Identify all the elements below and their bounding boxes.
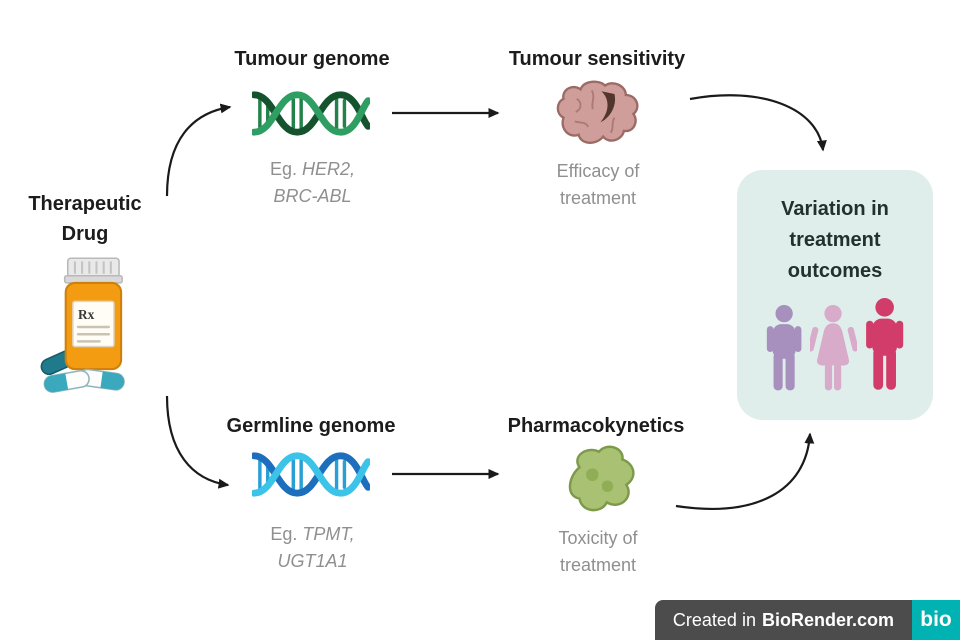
- brain-tumour-icon: [556, 80, 639, 144]
- gene-name-brcabl: BRC-ABL: [273, 186, 352, 206]
- toxicity-line2: treatment: [559, 555, 637, 575]
- tumour-sensitivity-caption: Efficacy of treatment: [518, 158, 678, 212]
- pharmacokinetics-title: Pharmacokynetics: [507, 415, 685, 437]
- biorender-logo[interactable]: bio: [912, 600, 960, 640]
- gene-name-her2: HER2,: [302, 159, 356, 179]
- outcomes-line1: Variation in: [781, 198, 889, 220]
- tumour-genome-example: Eg. HER2, BRC-ABL: [230, 156, 395, 210]
- bottle-cap-rim: [63, 274, 123, 284]
- efficacy-line2: treatment: [559, 188, 637, 208]
- germline-genome-example: Eg. TPMT, UGT1A1: [230, 521, 395, 575]
- gene-name-ugt1a1: UGT1A1: [277, 551, 348, 571]
- person-male-magenta-icon: [865, 298, 903, 390]
- outcomes-line2: treatment: [789, 229, 881, 251]
- bottle-cap-ridges: [73, 261, 112, 274]
- drug-node-title: Therapeutic Drug: [5, 189, 165, 249]
- created-in-text: Created in: [672, 609, 756, 630]
- capsule-two-tone-left-icon: [43, 369, 90, 393]
- tumour-sensitivity-title: Tumour sensitivity: [508, 48, 686, 70]
- pill-bottle-icon: Rx: [40, 257, 125, 393]
- tumour-genome-title: Tumour genome: [234, 48, 390, 70]
- drug-title-line2: Drug: [61, 223, 109, 245]
- person-male-purple-icon: [767, 304, 802, 391]
- biorender-watermark: Created in BioRender.com bio: [654, 600, 960, 640]
- outcomes-title: Variation in treatment outcomes: [737, 170, 933, 287]
- rx-label: Rx: [78, 307, 95, 322]
- biorender-logo-text: bio: [920, 608, 952, 631]
- capsule-two-tone-right-icon: [78, 368, 125, 391]
- dna-helix-blue-icon: [252, 452, 370, 497]
- arrow-drug-to-tumour-genome: [165, 103, 232, 197]
- efficacy-line1: Efficacy of: [556, 161, 640, 181]
- person-female-pink-icon: [810, 304, 857, 391]
- germline-genome-title: Germline genome: [226, 415, 396, 437]
- gene-name-tpmt: TPMT,: [302, 524, 355, 544]
- eg-prefix: Eg.: [269, 159, 302, 179]
- person-icons-row: [737, 297, 933, 400]
- toxicity-line1: Toxicity of: [558, 528, 638, 548]
- outcomes-line3: outcomes: [787, 260, 883, 282]
- created-in-biorender-link[interactable]: Created in BioRender.com: [654, 600, 912, 640]
- biorender-brand-text: BioRender.com: [761, 609, 894, 630]
- dna-helix-green-icon: [252, 91, 370, 136]
- eg-prefix: Eg.: [270, 524, 303, 544]
- variation-outcomes-panel: Variation in treatment outcomes: [737, 170, 933, 420]
- drug-title-line1: Therapeutic: [28, 193, 142, 215]
- pharmacokinetics-caption: Toxicity of treatment: [518, 525, 678, 579]
- arrow-pharmacokinetics-to-outcomes: [675, 432, 815, 510]
- arrow-sensitivity-to-outcomes: [689, 94, 827, 152]
- green-tissue-blob-icon: [568, 445, 635, 512]
